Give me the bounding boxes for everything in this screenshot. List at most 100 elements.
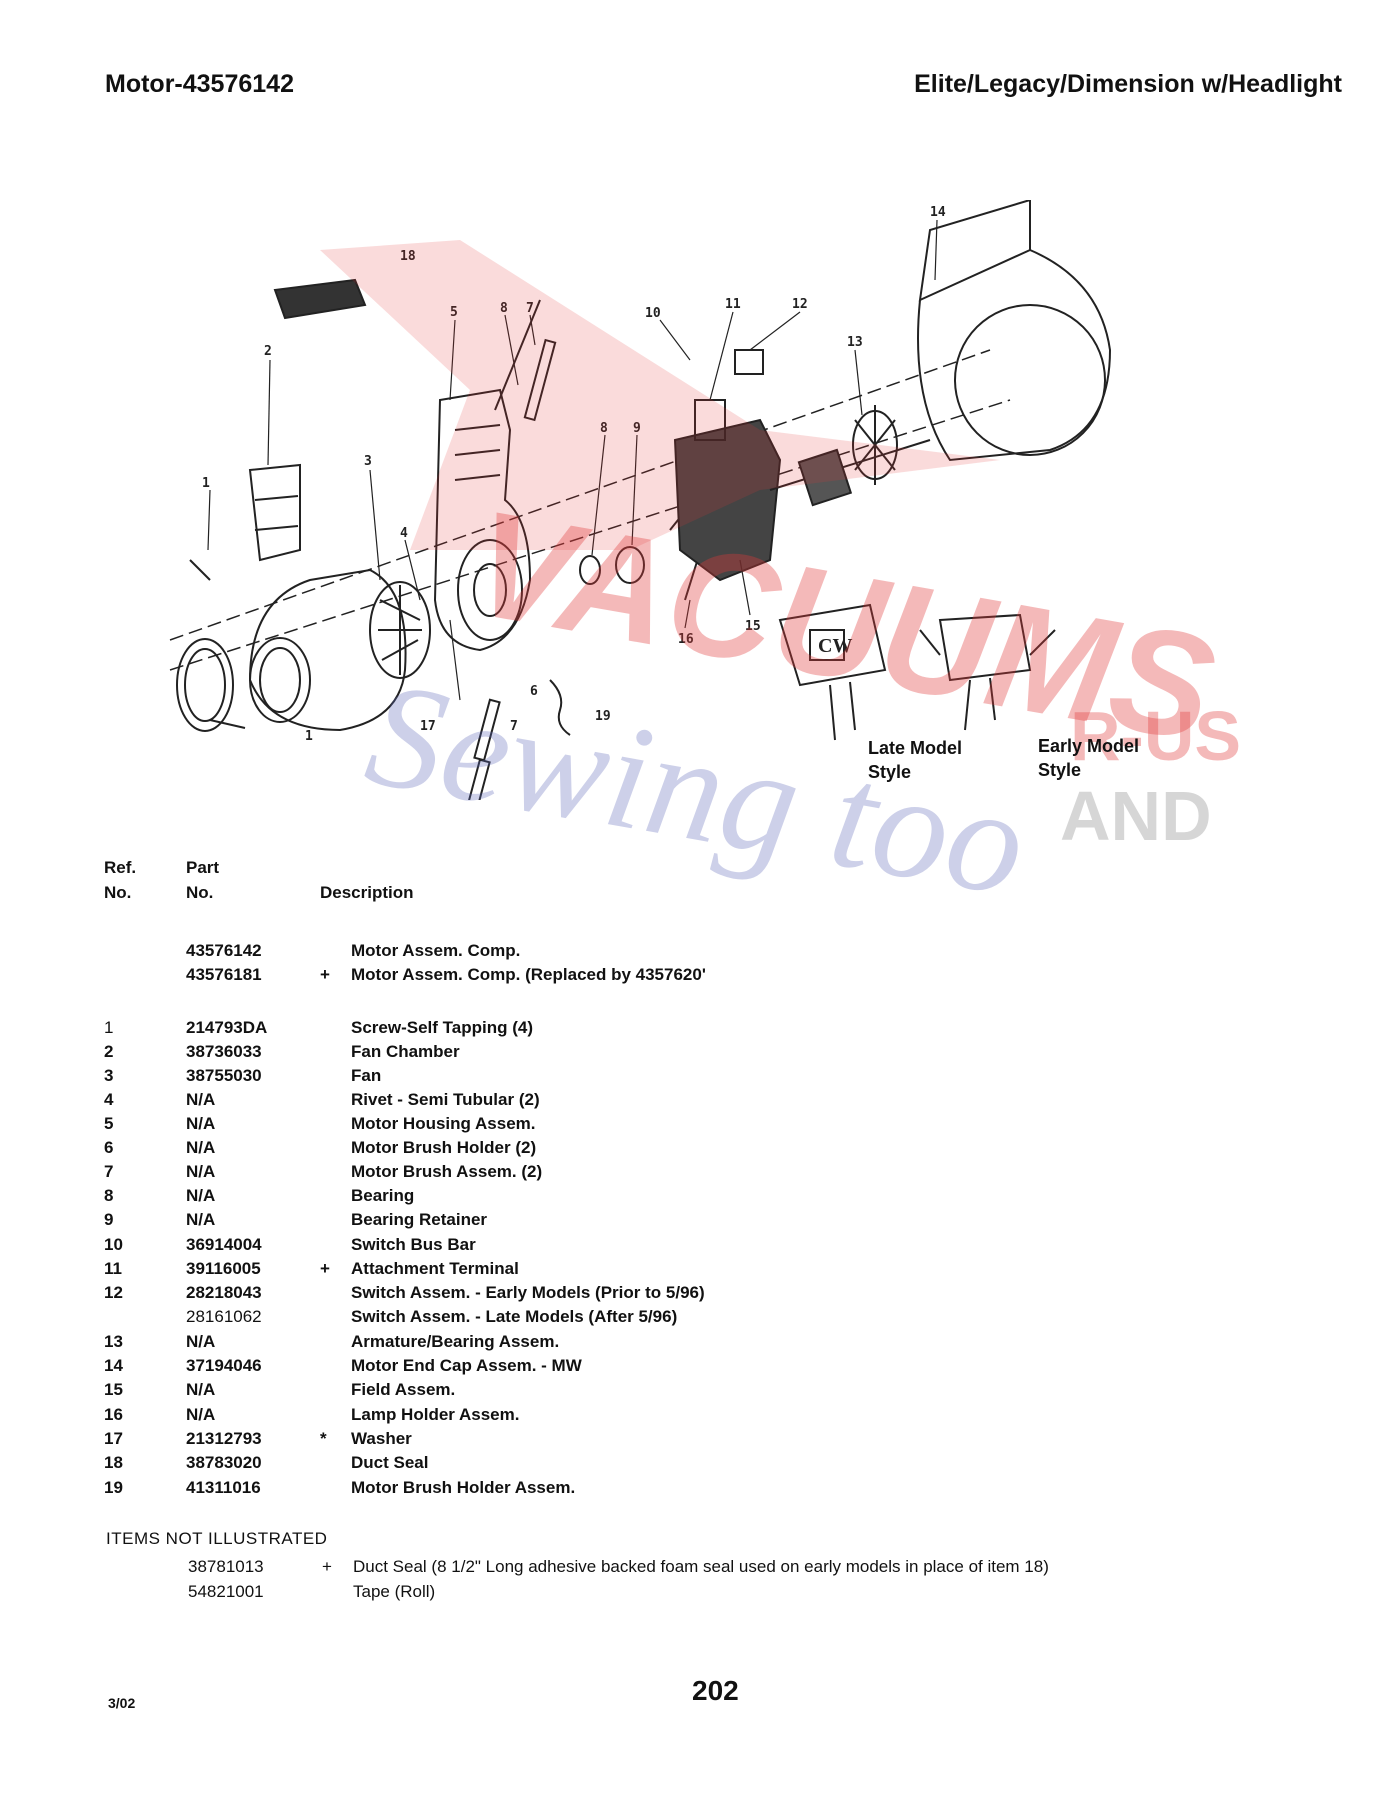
- part-number: N/A: [186, 1162, 216, 1181]
- callout-8b: 8: [600, 421, 608, 436]
- part-heading-line2: No.: [186, 883, 214, 902]
- table-row: 16 N/A Lamp Holder Assem.: [0, 1403, 1400, 1427]
- ref-number: 4: [104, 1090, 114, 1109]
- callout-3: 3: [364, 454, 372, 469]
- part-number: N/A: [186, 1090, 216, 1109]
- description: Duct Seal: [351, 1453, 429, 1472]
- part-number: N/A: [186, 1114, 216, 1133]
- description: Motor Brush Holder Assem.: [351, 1478, 576, 1497]
- description: Washer: [351, 1429, 412, 1448]
- callout-1: 1: [202, 476, 210, 491]
- description: Duct Seal (8 1/2" Long adhesive backed f…: [353, 1557, 1049, 1576]
- description-heading: Description: [320, 883, 414, 902]
- part-number: N/A: [186, 1332, 216, 1351]
- not-illustrated-row: 54821001 Tape (Roll): [0, 1579, 1400, 1604]
- part-heading-line1: Part: [186, 858, 220, 877]
- table-row: 1 214793DA Screw-Self Tapping (4): [0, 1016, 1400, 1040]
- table-row: 7 N/A Motor Brush Assem. (2): [0, 1160, 1400, 1184]
- callout-5: 5: [450, 305, 458, 320]
- ref-number: 13: [104, 1332, 123, 1351]
- description: Lamp Holder Assem.: [351, 1405, 520, 1424]
- part-number: 43576181: [186, 965, 262, 984]
- part-number: N/A: [186, 1380, 216, 1399]
- mark: +: [320, 965, 330, 984]
- part-number: N/A: [186, 1405, 216, 1424]
- table-row: 8 N/A Bearing: [0, 1184, 1400, 1208]
- mark: +: [322, 1557, 332, 1576]
- ref-number: 1: [104, 1018, 114, 1037]
- description: Motor End Cap Assem. - MW: [351, 1356, 582, 1375]
- part-number: 38781013: [188, 1557, 264, 1576]
- description: Tape (Roll): [353, 1582, 436, 1601]
- table-row: 11 39116005 + Attachment Terminal: [0, 1257, 1400, 1281]
- callout-16: 16: [678, 632, 694, 647]
- ref-number: 12: [104, 1283, 123, 1302]
- callout-18: 18: [400, 249, 416, 264]
- ref-no-heading: Ref. No.: [104, 855, 136, 905]
- switch-marking-text: CW: [818, 635, 852, 657]
- duct-seal-part: [273, 278, 367, 320]
- ref-number: 7: [104, 1162, 114, 1181]
- late-model-switch-inset: [778, 603, 887, 741]
- part-number: 36914004: [186, 1235, 262, 1254]
- ref-number: 18: [104, 1453, 123, 1472]
- description: Switch Assem. - Late Models (After 5/96): [351, 1307, 678, 1326]
- description: Bearing Retainer: [351, 1210, 488, 1229]
- description: Fan: [351, 1066, 382, 1085]
- ref-number: 2: [104, 1042, 114, 1061]
- table-row: 2 38736033 Fan Chamber: [0, 1040, 1400, 1064]
- part-number: 43576142: [186, 941, 262, 960]
- callout-12: 12: [792, 297, 808, 312]
- description: Motor Assem. Comp. (Replaced by 4357620': [351, 965, 706, 984]
- table-row: 19 41311016 Motor Brush Holder Assem.: [0, 1476, 1400, 1500]
- ref-heading-line2: No.: [104, 883, 132, 902]
- table-row: 10 36914004 Switch Bus Bar: [0, 1233, 1400, 1257]
- callout-7: 7: [526, 301, 534, 316]
- not-illustrated-row: 38781013 + Duct Seal (8 1/2" Long adhesi…: [0, 1554, 1400, 1579]
- not-illustrated-heading: ITEMS NOT ILLUSTRATED: [106, 1529, 328, 1548]
- part-no-heading: Part No.: [186, 855, 219, 905]
- table-row: 17 21312793 * Washer: [0, 1427, 1400, 1451]
- brush-holder-lower-part: [473, 698, 501, 762]
- table-row: 12 28218043 Switch Assem. - Early Models…: [0, 1281, 1400, 1305]
- description: Motor Brush Assem. (2): [351, 1162, 543, 1181]
- part-number: 38736033: [186, 1042, 262, 1061]
- early-model-switch-inset: [919, 613, 1056, 731]
- part-number: 41311016: [186, 1478, 261, 1497]
- mark: +: [320, 1259, 330, 1278]
- page-title: Motor-43576142: [105, 70, 294, 98]
- page-number: 202: [692, 1675, 739, 1706]
- fan-chamber-part: [248, 463, 407, 732]
- ref-number: 5: [104, 1114, 114, 1133]
- description: Fan Chamber: [351, 1042, 460, 1061]
- motor-end-cap-part: [917, 200, 1112, 462]
- callout-14: 14: [930, 205, 946, 220]
- late-model-style-label: Late Model Style: [868, 738, 963, 782]
- assembly-row: 43576142 Motor Assem. Comp.: [0, 939, 1400, 963]
- motor-housing-part: [433, 388, 532, 652]
- ref-number: 17: [104, 1429, 123, 1448]
- part-number: 21312793: [186, 1429, 262, 1448]
- part-number: 214793DA: [186, 1018, 268, 1037]
- ref-number: 8: [104, 1186, 114, 1205]
- part-number: 39116005: [186, 1259, 261, 1278]
- screw-part: [189, 559, 211, 581]
- part-number: N/A: [186, 1186, 216, 1205]
- part-number: 28161062: [186, 1307, 262, 1326]
- table-row: 28161062 Switch Assem. - Late Models (Af…: [0, 1305, 1400, 1329]
- callout-4: 4: [400, 526, 408, 541]
- ref-number: 6: [104, 1138, 114, 1157]
- ref-heading-line1: Ref.: [104, 858, 137, 877]
- assembly-row: 43576181 + Motor Assem. Comp. (Replaced …: [0, 963, 1400, 987]
- callout-6: 6: [530, 684, 538, 699]
- table-row: 15 N/A Field Assem.: [0, 1378, 1400, 1402]
- ref-number: 19: [104, 1478, 123, 1497]
- callout-1-lower: 1: [305, 729, 313, 744]
- part-number: 38783020: [186, 1453, 262, 1472]
- table-row: 6 N/A Motor Brush Holder (2): [0, 1136, 1400, 1160]
- table-row: 5 N/A Motor Housing Assem.: [0, 1112, 1400, 1136]
- exploded-parts-diagram: CW 1 2 3 4 5 8 7 8 9 10 11 12 13 14 15: [169, 200, 1112, 800]
- part-number: N/A: [186, 1138, 216, 1157]
- motor-brush-part: [494, 299, 541, 411]
- callout-15: 15: [745, 619, 761, 634]
